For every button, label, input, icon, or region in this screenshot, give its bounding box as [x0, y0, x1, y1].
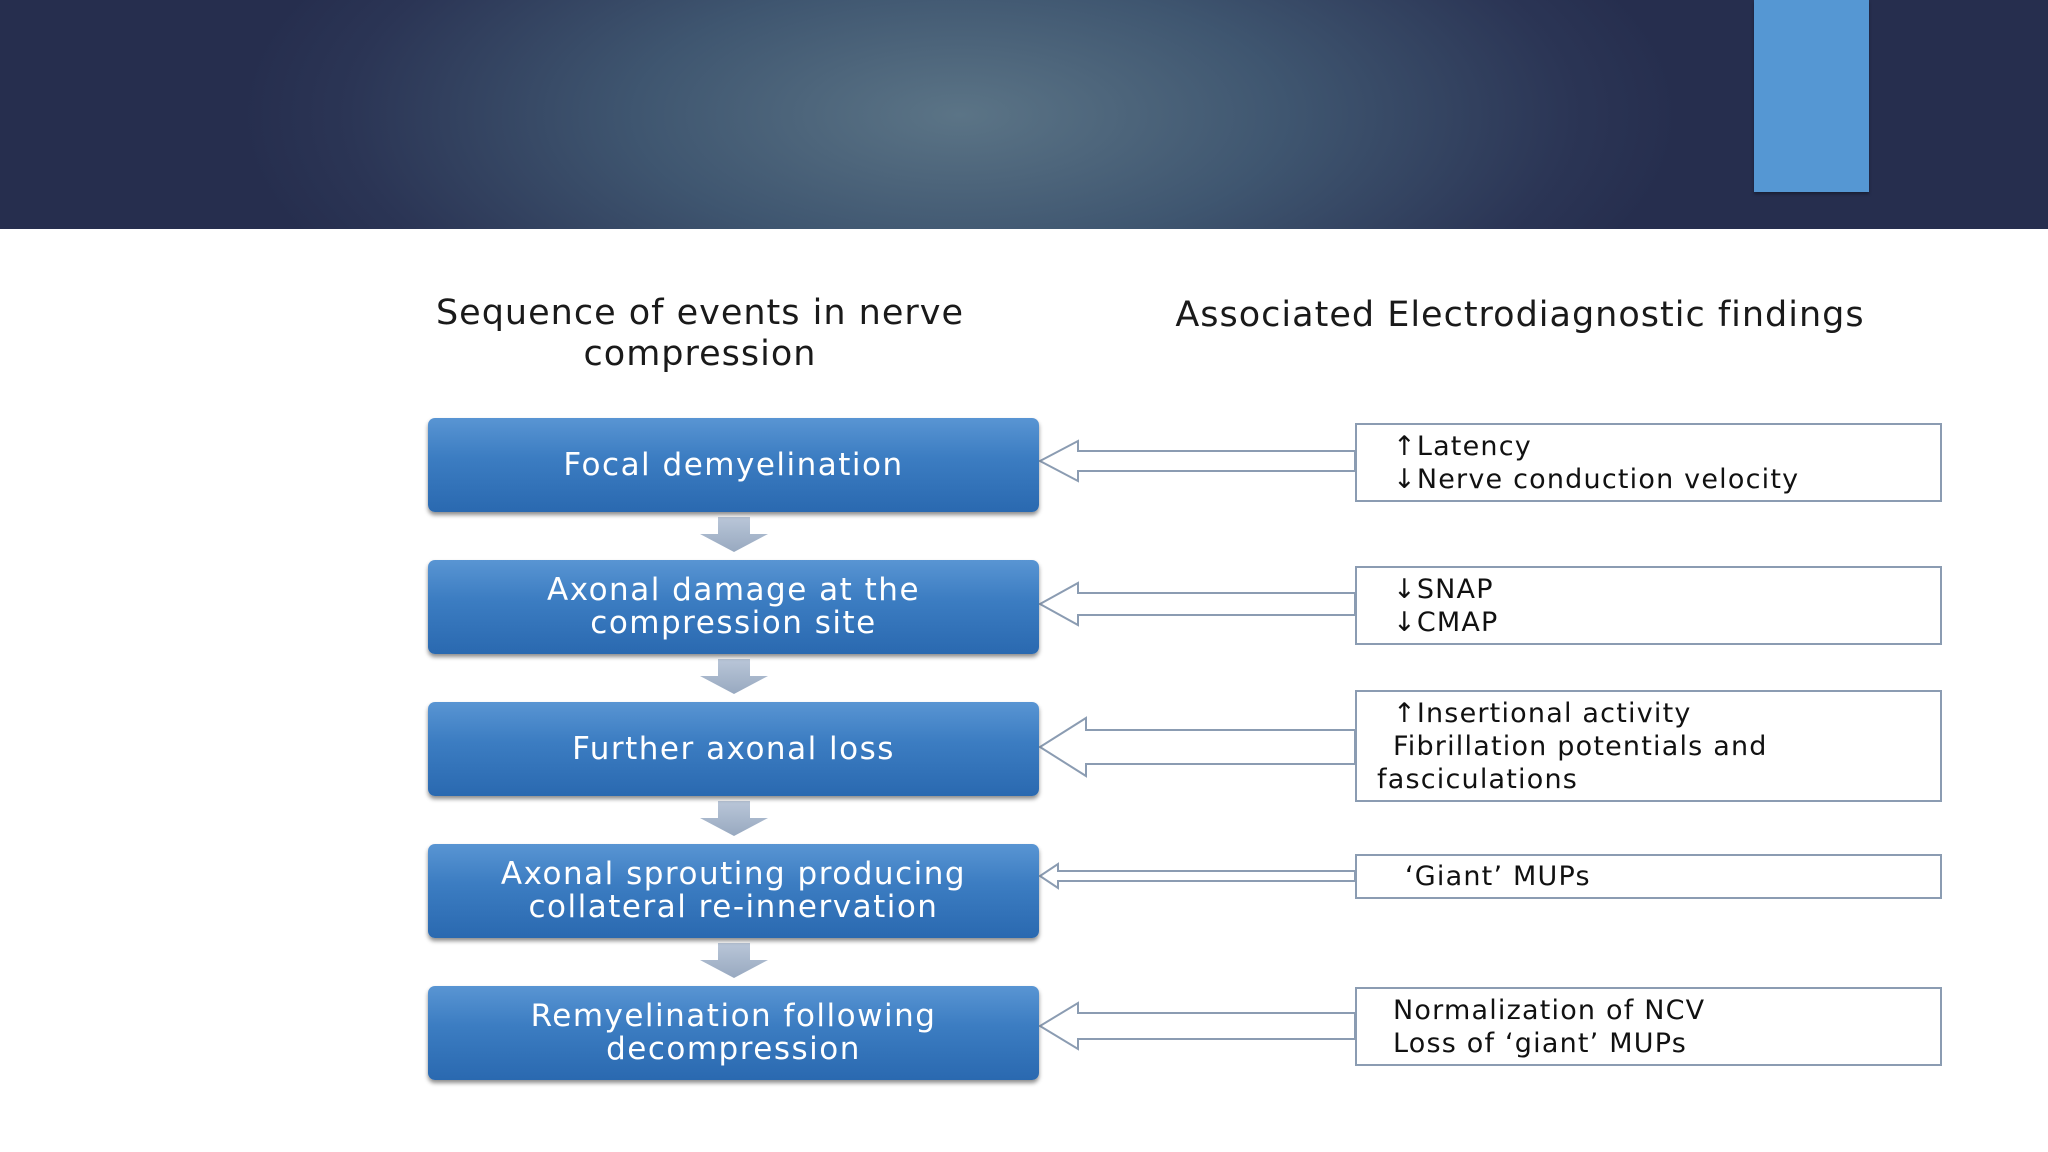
step-label: Focal demyelination — [563, 446, 904, 483]
finding-box-insertional-activity: ↑Insertional activity Fibrillation poten… — [1355, 690, 1942, 802]
step-focal-demyelination: Focal demyelination — [428, 418, 1039, 512]
finding-line: Loss of ‘giant’ MUPs — [1393, 1027, 1687, 1059]
finding-line: ↑Latency — [1393, 430, 1532, 462]
step-remyelination: Remyelination following decompression — [428, 986, 1039, 1080]
step-label: Axonal sprouting producing collateral re… — [500, 856, 967, 925]
finding-line: ↓CMAP — [1393, 606, 1499, 638]
finding-line: ↑Insertional activity — [1393, 697, 1692, 729]
down-arrow — [700, 943, 768, 978]
finding-box-giant-mups: ‘Giant’ MUPs — [1355, 854, 1942, 899]
finding-box-normalization: Normalization of NCV Loss of ‘giant’ MUP… — [1355, 987, 1942, 1066]
left-arrow — [1037, 581, 1356, 627]
finding-box-latency: ↑Latency ↓Nerve conduction velocity — [1355, 423, 1942, 502]
step-further-axonal-loss: Further axonal loss — [428, 702, 1039, 796]
step-axonal-damage: Axonal damage at the compression site — [428, 560, 1039, 654]
down-arrow — [700, 801, 768, 836]
finding-line: fasciculations — [1377, 763, 1579, 795]
finding-line: ↓Nerve conduction velocity — [1393, 463, 1800, 495]
finding-line: ↓SNAP — [1393, 573, 1494, 605]
down-arrow — [700, 659, 768, 694]
step-label: Further axonal loss — [572, 730, 895, 767]
step-label: Axonal damage at the compression site — [546, 572, 921, 641]
step-axonal-sprouting: Axonal sprouting producing collateral re… — [428, 844, 1039, 938]
left-arrow — [1037, 439, 1356, 483]
findings-column-heading: Associated Electrodiagnostic findings — [1175, 295, 1865, 335]
accent-block — [1754, 0, 1869, 192]
title-banner — [0, 0, 2048, 229]
finding-box-snap-cmap: ↓SNAP ↓CMAP — [1355, 566, 1942, 645]
finding-line: ‘Giant’ MUPs — [1405, 861, 1591, 892]
left-arrow — [1038, 862, 1356, 890]
finding-line: Fibrillation potentials and — [1393, 730, 1768, 762]
sequence-column-heading: Sequence of events in nerve compression — [435, 293, 965, 374]
left-arrow — [1038, 1001, 1356, 1051]
step-label: Remyelination following decompression — [530, 998, 937, 1067]
left-arrow — [1038, 716, 1356, 778]
finding-line: Normalization of NCV — [1393, 994, 1706, 1026]
down-arrow — [700, 517, 768, 552]
